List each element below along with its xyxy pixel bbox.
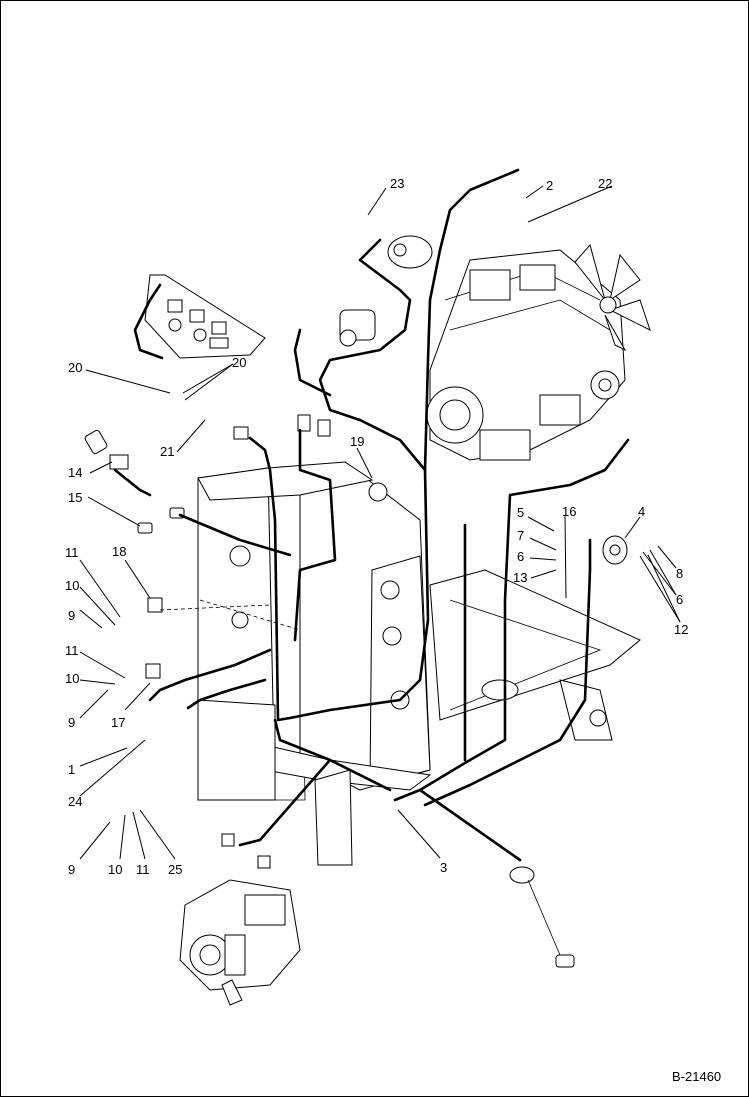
callout-10-middle: 10 (65, 671, 79, 686)
callout-6-left: 6 (517, 549, 524, 564)
callout-labels: 23 2 22 20 20 21 19 14 15 16 4 5 7 6 13 … (65, 176, 688, 877)
callout-23: 23 (390, 176, 404, 191)
relay-17 (145, 663, 161, 679)
callout-1: 1 (68, 762, 75, 777)
relay-18 (147, 597, 163, 613)
callout-22: 22 (598, 176, 612, 191)
callout-9-middle: 9 (68, 715, 75, 730)
sensor-bottom (509, 866, 575, 968)
callout-21: 21 (160, 444, 174, 459)
callout-11-top: 11 (65, 545, 79, 560)
engine-fan (574, 243, 651, 352)
callout-24: 24 (68, 794, 82, 809)
engine-assembly (426, 243, 651, 461)
alternator (387, 235, 433, 269)
leader-lines (79, 185, 681, 860)
callout-25: 25 (168, 862, 182, 877)
callout-12: 12 (674, 622, 688, 637)
horn (602, 535, 628, 565)
callout-13: 13 (513, 570, 527, 585)
starter-motor (339, 309, 376, 347)
connector-21 (233, 414, 331, 440)
callout-20-left: 20 (68, 360, 82, 375)
callout-20-right: 20 (232, 355, 246, 370)
callout-6-right: 6 (676, 592, 683, 607)
callout-2: 2 (546, 178, 553, 193)
switch-14 (84, 429, 129, 470)
machine-frame (197, 461, 641, 866)
callout-15: 15 (68, 490, 82, 505)
callout-16: 16 (562, 504, 576, 519)
callout-9-top: 9 (68, 608, 75, 623)
callout-7: 7 (517, 528, 524, 543)
wire-harness (113, 168, 630, 956)
callout-18: 18 (112, 544, 126, 559)
callout-5: 5 (517, 505, 524, 520)
instrument-panel (144, 274, 266, 359)
callout-4: 4 (638, 504, 645, 519)
callout-11-middle: 11 (65, 643, 79, 658)
callout-8: 8 (676, 566, 683, 581)
figure-id: B-21460 (672, 1069, 721, 1084)
callout-9-bottom: 9 (68, 862, 75, 877)
callout-17: 17 (111, 715, 125, 730)
connector-lower-left (221, 833, 271, 869)
callout-11-bottom: 11 (136, 862, 150, 877)
callout-19: 19 (350, 434, 364, 449)
sensor-15 (137, 507, 185, 534)
callout-10-top: 10 (65, 578, 79, 593)
callout-10-bottom: 10 (108, 862, 122, 877)
callout-3: 3 (440, 860, 447, 875)
callout-14: 14 (68, 465, 82, 480)
relay-19 (368, 482, 388, 502)
hydraulic-pump (179, 879, 301, 1006)
